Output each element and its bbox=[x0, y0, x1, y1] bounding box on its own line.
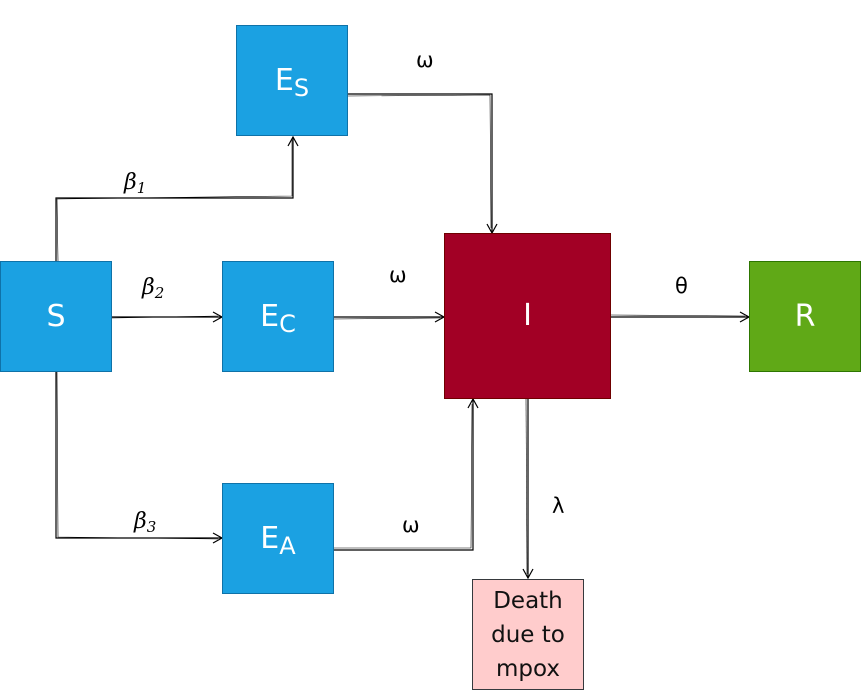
edge-ea-to-i bbox=[334, 397, 479, 551]
node-ec-base: E bbox=[260, 298, 280, 334]
node-es-label: ES bbox=[274, 62, 309, 100]
node-r-label: R bbox=[794, 298, 816, 334]
node-ec: EC bbox=[222, 261, 334, 372]
beta1-sub: 1 bbox=[136, 179, 147, 197]
node-ea-label: EA bbox=[260, 520, 295, 558]
beta3-base: β bbox=[134, 509, 147, 534]
beta2-sub: 2 bbox=[154, 284, 165, 302]
label-lambda: λ bbox=[552, 494, 565, 518]
node-es-base: E bbox=[274, 62, 294, 98]
node-ea-base: E bbox=[260, 520, 280, 556]
node-r: R bbox=[749, 261, 861, 372]
edge-es-to-i bbox=[348, 93, 498, 235]
node-i: I bbox=[444, 233, 611, 399]
edge-s-to-ea bbox=[55, 372, 224, 544]
node-es: ES bbox=[236, 25, 348, 136]
node-es-sub: S bbox=[293, 73, 310, 102]
node-death-label: Death due to mpox bbox=[491, 584, 565, 686]
death-line-2: due to bbox=[491, 621, 565, 648]
label-omega-c: ω bbox=[389, 263, 407, 287]
death-line-1: Death bbox=[493, 587, 563, 614]
beta2-base: β bbox=[142, 275, 155, 300]
node-ec-label: EC bbox=[260, 298, 296, 336]
node-s: S bbox=[0, 261, 112, 372]
label-beta2: β2 bbox=[142, 275, 165, 302]
label-beta3: β3 bbox=[134, 509, 157, 536]
node-ea-sub: A bbox=[279, 531, 296, 560]
node-ec-sub: C bbox=[279, 309, 296, 338]
node-s-label: S bbox=[46, 298, 66, 334]
label-omega-a: ω bbox=[402, 513, 420, 537]
beta1-base: β bbox=[124, 170, 137, 195]
label-beta1: β1 bbox=[124, 170, 147, 197]
death-line-3: mpox bbox=[496, 655, 560, 682]
node-death: Death due to mpox bbox=[472, 579, 584, 690]
label-theta: θ bbox=[675, 274, 688, 298]
beta3-sub: 3 bbox=[146, 518, 157, 536]
edge-s-to-es bbox=[55, 135, 299, 261]
label-omega-s: ω bbox=[416, 48, 434, 72]
node-ea: EA bbox=[222, 483, 334, 594]
node-i-label: I bbox=[523, 298, 532, 333]
